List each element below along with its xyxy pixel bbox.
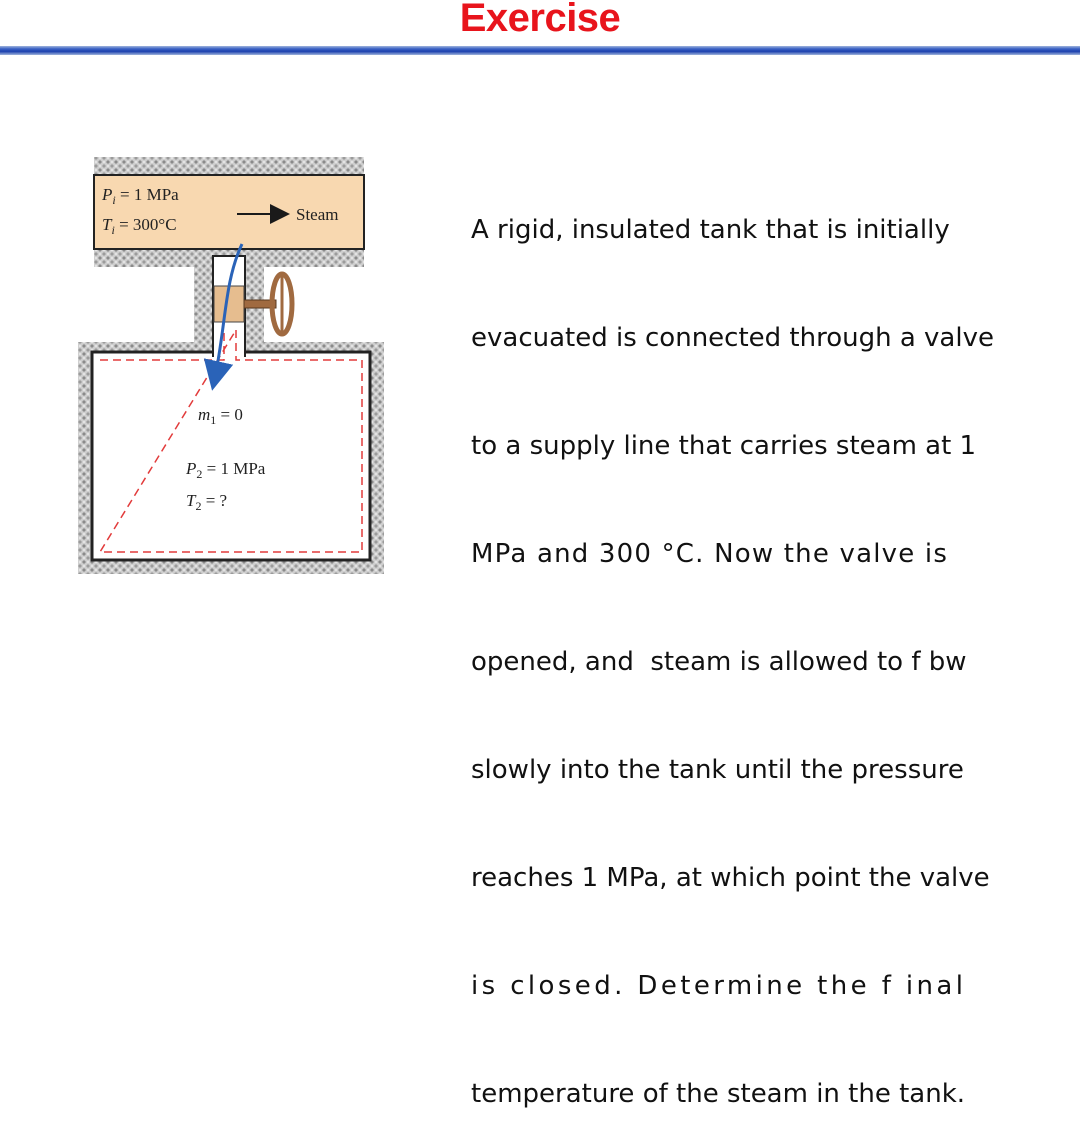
final-temperature-label: T2 = ? — [186, 491, 227, 513]
title-divider — [0, 46, 1080, 55]
supply-temperature-label: Ti = 300°C — [102, 215, 177, 237]
problem-line: to a supply line that carries steam at 1 — [471, 431, 977, 461]
problem-line: temperature of the steam in the tank. — [471, 1079, 966, 1109]
initial-mass-label: m1 = 0 — [198, 405, 243, 427]
problem-line: evacuated is connected through a valve — [471, 323, 994, 353]
flow-arrow — [203, 243, 244, 391]
supply-line-insulation-top — [94, 157, 364, 175]
supply-pressure-label: Pi = 1 MPa — [101, 185, 179, 207]
problem-line: MPa and 300 °C. Now the valve is — [471, 539, 949, 569]
problem-line: reaches 1 MPa, at which point the valve — [471, 863, 990, 893]
supply-line — [93, 174, 365, 250]
final-pressure-label: P2 = 1 MPa — [185, 459, 266, 481]
tank — [90, 350, 372, 562]
steam-label: Steam — [296, 205, 339, 224]
problem-line: A rigid, insulated tank that is initiall… — [471, 215, 950, 245]
problem-line: slowly into the tank until the pressure — [471, 755, 964, 785]
problem-line: opened, and steam is allowed to f bw — [471, 647, 967, 677]
problem-statement: A rigid, insulated tank that is initiall… — [471, 140, 1011, 1148]
tank-diagram: Pi = 1 MPa Ti = 300°C Steam m1 = 0 P2 = … — [78, 157, 384, 574]
problem-line: is closed. Determine the f inal — [471, 971, 967, 1001]
page-title: Exercise — [459, 0, 621, 40]
